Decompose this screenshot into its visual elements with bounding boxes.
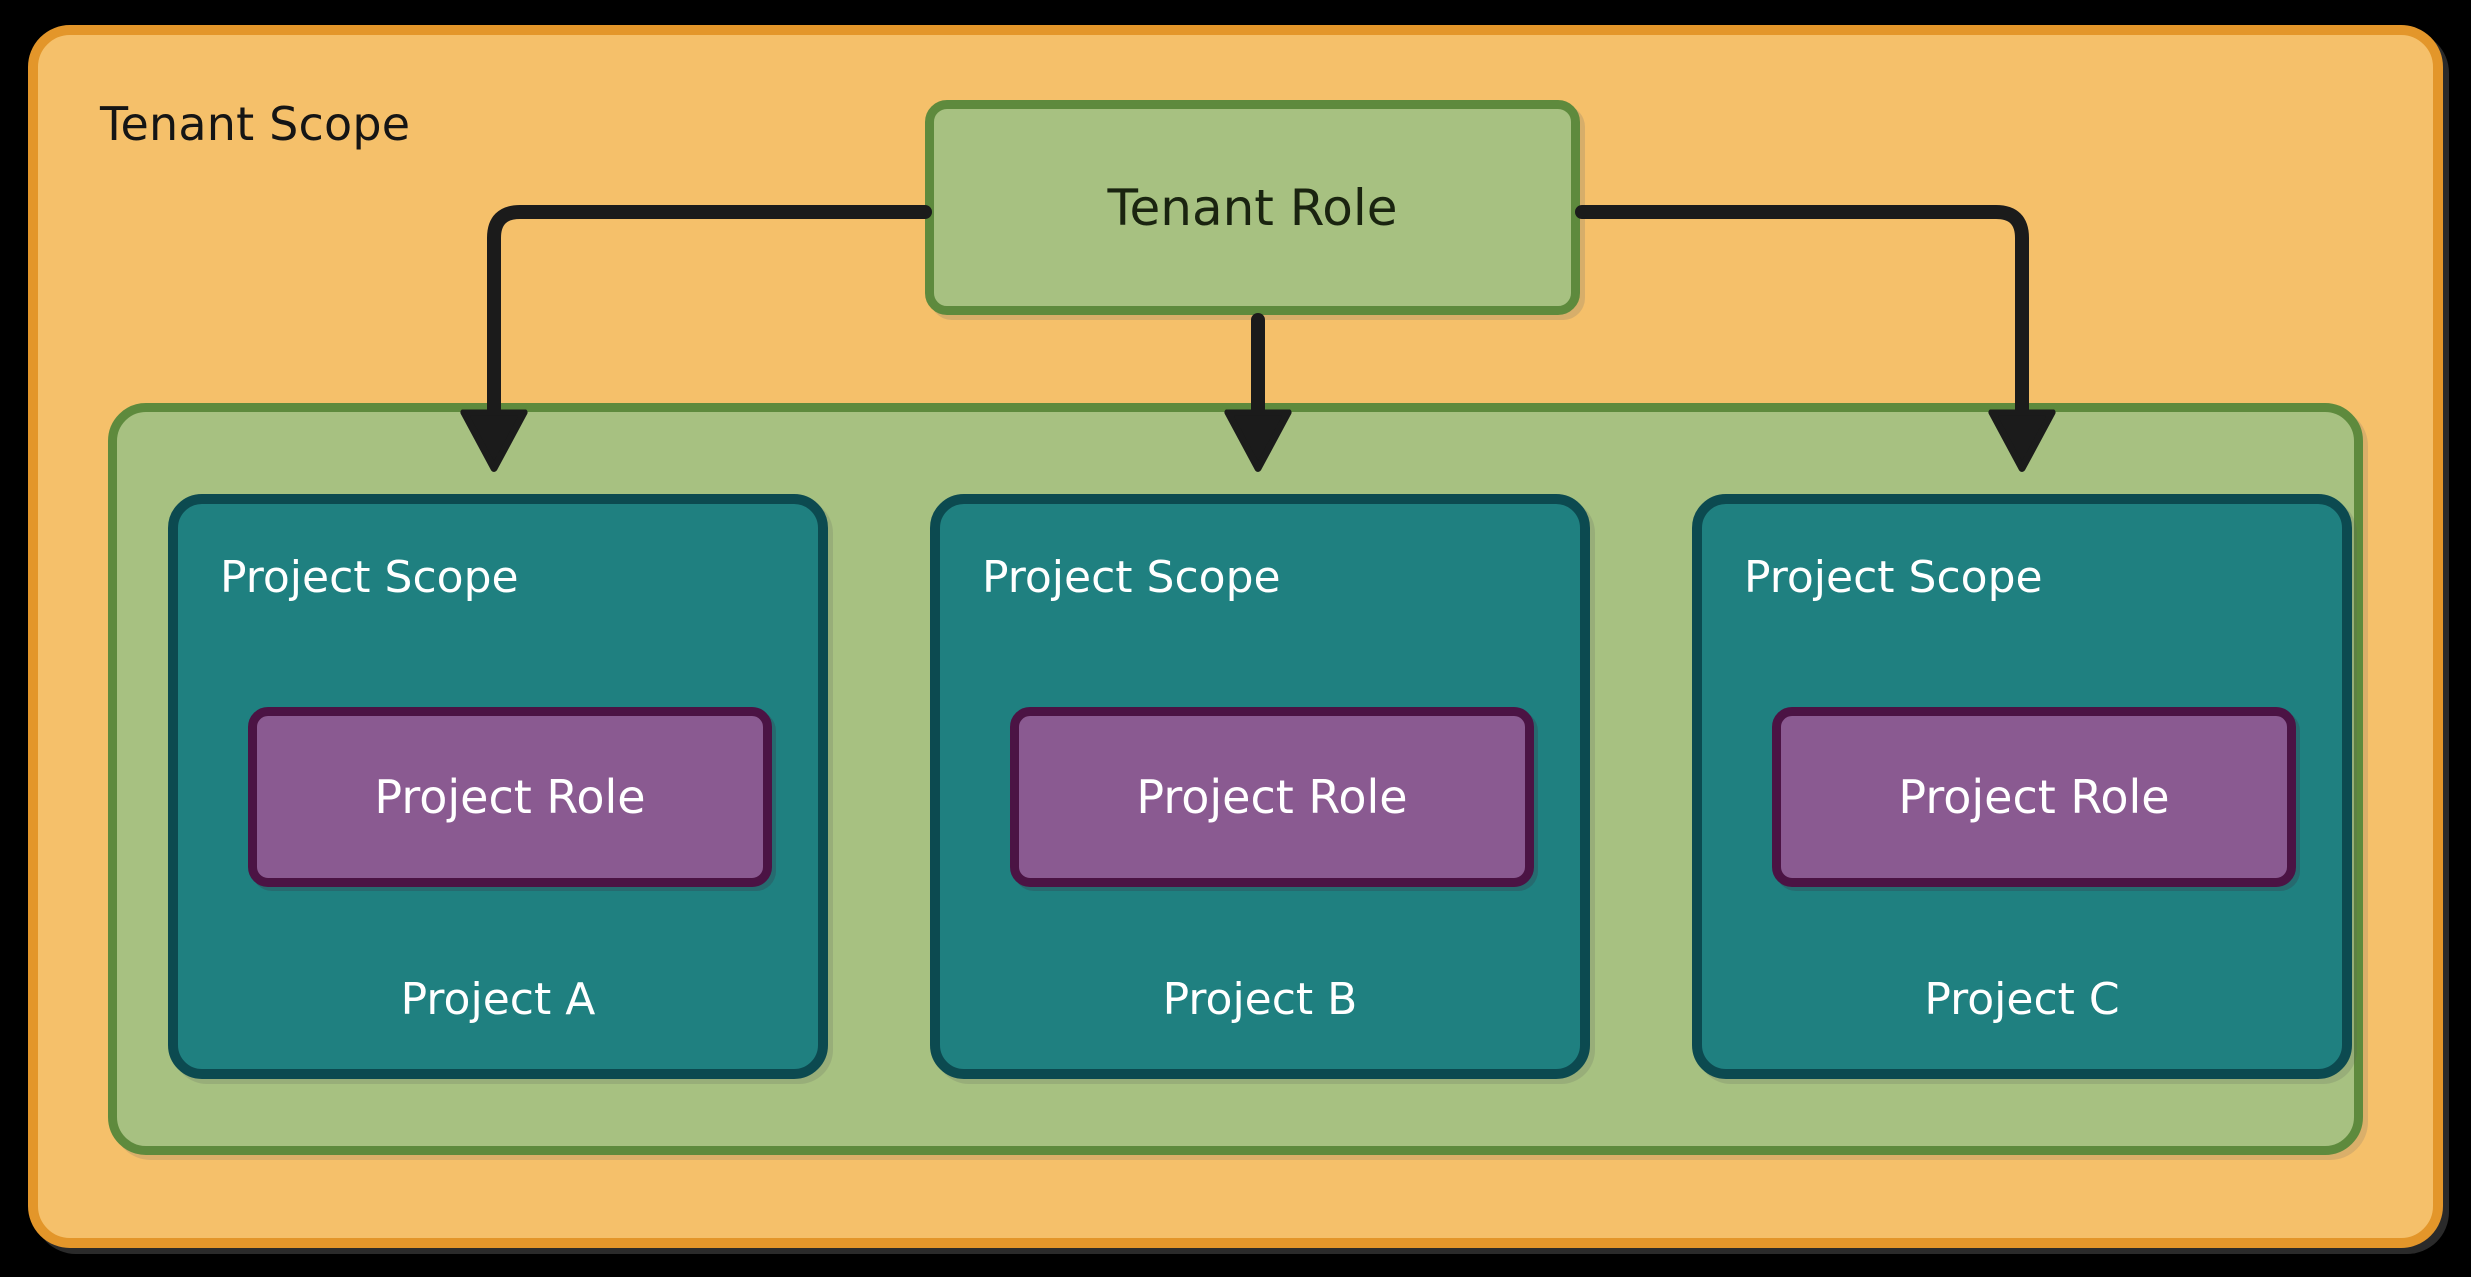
project-name-label-c: Project C [1924, 974, 2120, 1025]
project-role-label-b: Project Role [1136, 770, 1408, 824]
project-scope-label-c: Project Scope [1744, 552, 2043, 603]
project-scope-b[interactable]: Project Scope Project Role Project B [930, 494, 1590, 1079]
project-role-node-c[interactable]: Project Role [1772, 707, 2296, 887]
project-role-node-b[interactable]: Project Role [1010, 707, 1534, 887]
project-role-node-a[interactable]: Project Role [248, 707, 772, 887]
project-scope-a[interactable]: Project Scope Project Role Project A [168, 494, 828, 1079]
project-role-label-c: Project Role [1898, 770, 2170, 824]
project-scope-c[interactable]: Project Scope Project Role Project C [1692, 494, 2352, 1079]
project-scope-label-a: Project Scope [220, 552, 519, 603]
tenant-role-label: Tenant Role [1107, 178, 1398, 237]
tenant-scope-label: Tenant Scope [100, 97, 411, 151]
project-scope-label-b: Project Scope [982, 552, 1281, 603]
project-name-label-a: Project A [400, 974, 596, 1025]
project-role-label-a: Project Role [374, 770, 646, 824]
tenant-role-node[interactable]: Tenant Role [925, 100, 1580, 315]
project-name-label-b: Project B [1162, 974, 1358, 1025]
